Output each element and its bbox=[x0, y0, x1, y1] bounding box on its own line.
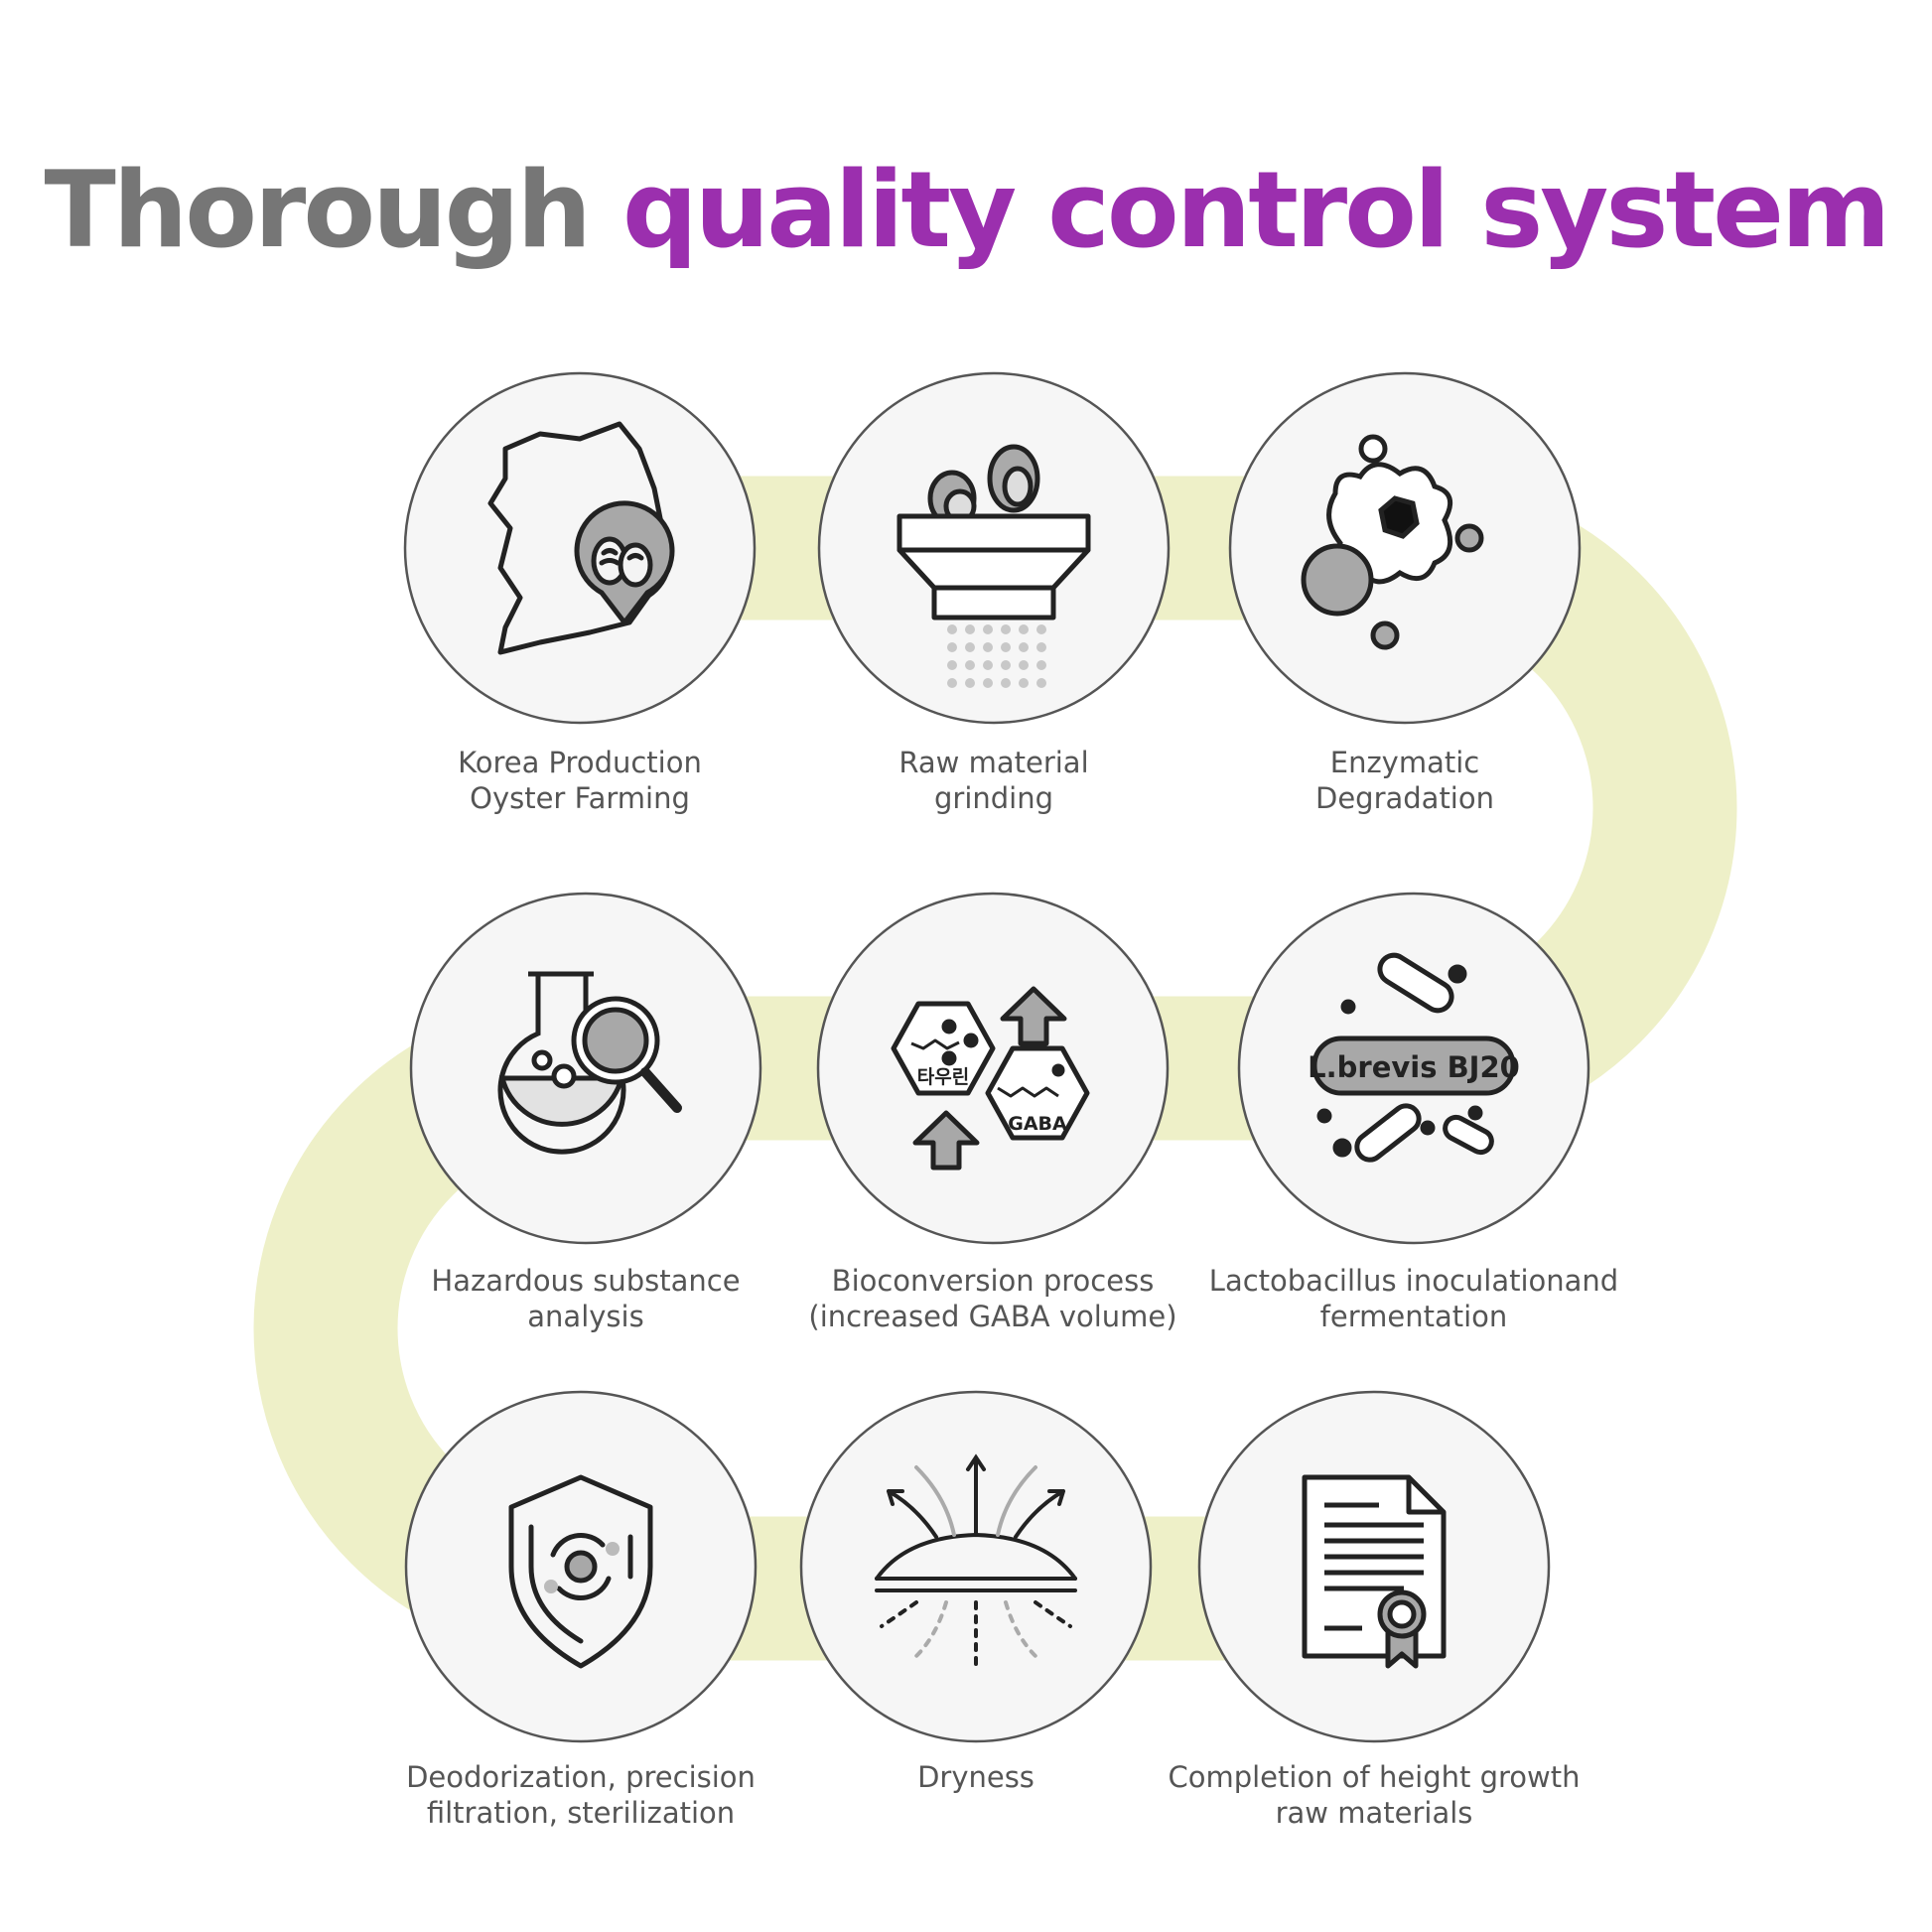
grinder-icon bbox=[897, 444, 1091, 688]
shield-icon bbox=[508, 1474, 653, 1669]
bacteria-icon: L.brevis BJ20 bbox=[1308, 952, 1520, 1163]
step-circle-8 bbox=[799, 1390, 1153, 1743]
capsule-label: L.brevis BJ20 bbox=[1308, 1050, 1520, 1084]
step-label-8: Dryness bbox=[917, 1760, 1035, 1794]
page-title: Thorough quality control system bbox=[0, 149, 1932, 271]
title-purple-part: quality control system bbox=[621, 149, 1891, 271]
hex-label-gaba: GABA bbox=[1008, 1113, 1067, 1135]
step-circle-5 bbox=[816, 892, 1170, 1245]
molecule-hexagon-icon: 타우린 GABA bbox=[891, 986, 1090, 1171]
drying-icon bbox=[875, 1453, 1077, 1668]
enzyme-icon bbox=[1301, 434, 1484, 650]
flask-magnifier-icon bbox=[497, 971, 682, 1155]
certificate-icon bbox=[1302, 1474, 1447, 1669]
title-gray-part: Thorough bbox=[44, 149, 591, 271]
step-label-5: Bioconversion process(increased GABA vol… bbox=[808, 1264, 1177, 1333]
korea-oyster-map-icon bbox=[487, 421, 675, 655]
hex-label-taurine: 타우린 bbox=[917, 1066, 969, 1088]
